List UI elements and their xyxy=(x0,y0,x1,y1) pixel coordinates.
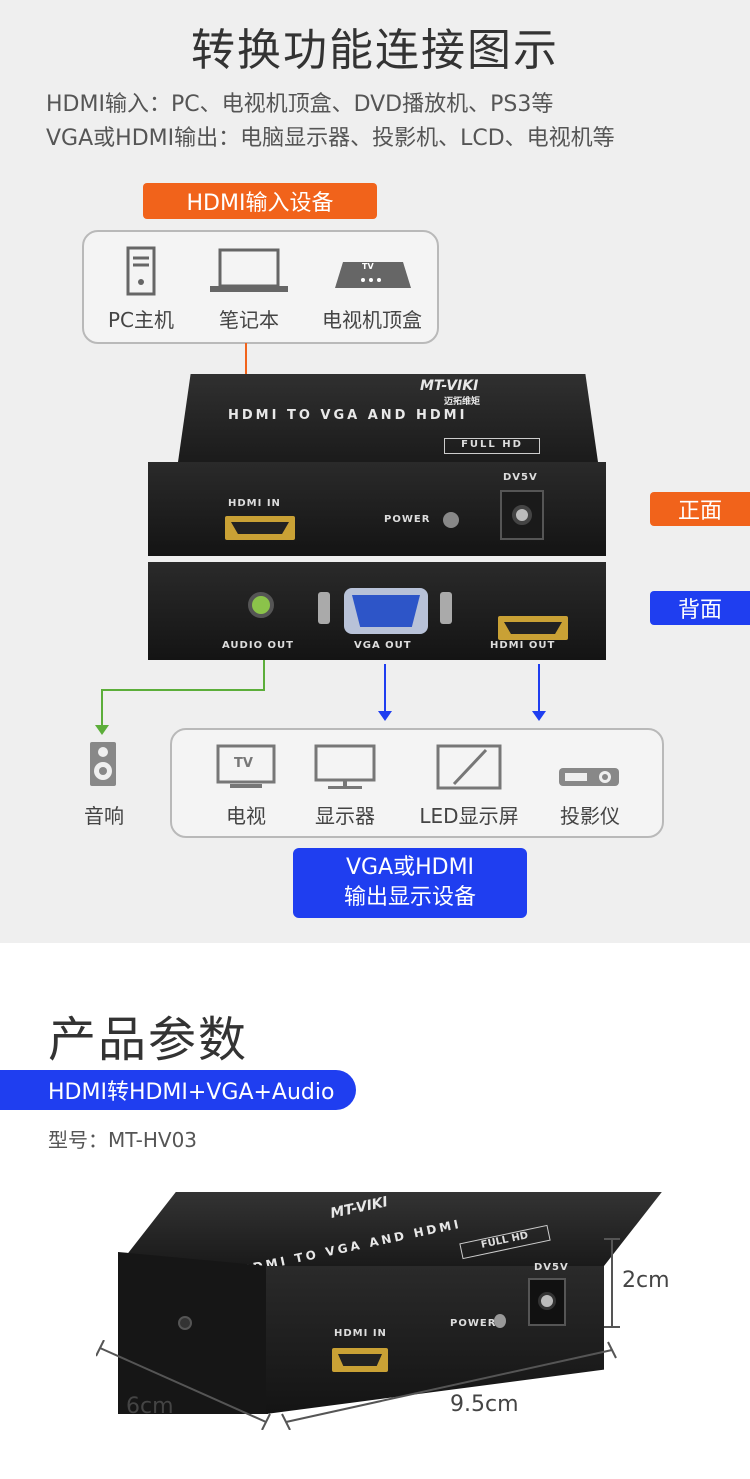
set-top-box-icon xyxy=(335,262,411,288)
speaker-label: 音响 xyxy=(84,804,124,828)
hdmi-out-label: HDMI OUT xyxy=(490,640,556,651)
monitor-icon xyxy=(314,744,376,789)
back-tag: 背面 xyxy=(650,591,750,625)
product-dc-jack xyxy=(538,1292,556,1310)
tv-icon-text: TV xyxy=(234,756,253,771)
product-top-face xyxy=(118,1192,662,1266)
depth-dim-label: 6cm xyxy=(126,1394,174,1419)
section-title: 转换功能连接图示 xyxy=(191,25,559,76)
output-label-led: LED显示屏 xyxy=(419,804,519,828)
width-dim-line xyxy=(281,1341,617,1430)
power-label: POWER xyxy=(384,514,431,525)
model-number: 型号：MT-HV03 xyxy=(48,1128,198,1152)
hdmi-output-line xyxy=(538,664,540,714)
params-title: 产品参数 xyxy=(48,1012,249,1068)
stb-tv-text: TV xyxy=(362,262,374,271)
audio-arrow xyxy=(95,725,109,735)
hdmi-out-port xyxy=(498,616,568,640)
input-label-pc: PC主机 xyxy=(107,308,175,332)
speaker-icon xyxy=(90,742,116,786)
product-hdmi-in-port xyxy=(332,1348,388,1372)
output-tag-line2: 输出显示设备 xyxy=(343,885,476,910)
input-label-stb: 电视机顶盒 xyxy=(322,308,422,332)
hdmi-in-port xyxy=(225,516,295,540)
projector-icon xyxy=(559,768,619,786)
product-power-led xyxy=(494,1314,506,1328)
output-label-projector: 投影仪 xyxy=(560,804,620,828)
connection-diagram-section: 转换功能连接图示 HDMI输入：PC、电视机顶盒、DVD播放机、PS3等 VGA… xyxy=(0,0,750,943)
input-description: HDMI输入：PC、电视机顶盒、DVD播放机、PS3等 xyxy=(46,92,554,117)
output-label-tv: 电视 xyxy=(226,804,266,828)
output-device-tag: VGA或HDMI 输出显示设备 xyxy=(293,848,527,918)
product-banner: HDMI转HDMI+VGA+Audio xyxy=(0,1070,356,1110)
product-side-jack xyxy=(178,1316,192,1330)
output-label-monitor: 显示器 xyxy=(315,804,375,828)
product-side-face xyxy=(118,1252,268,1414)
device-brand: MT-VIKI xyxy=(420,378,479,394)
height-dim-cap-top xyxy=(604,1238,620,1240)
height-dim-line xyxy=(611,1238,613,1328)
input-device-tag: HDMI输入设备 xyxy=(143,183,377,219)
vga-screw-left xyxy=(318,592,330,624)
output-description: VGA或HDMI输出：电脑显示器、投影机、LCD、电视机等 xyxy=(46,126,615,151)
pc-tower-icon xyxy=(126,246,156,296)
front-tag: 正面 xyxy=(650,492,750,526)
hdmi-output-arrow xyxy=(532,711,546,721)
vga-out-label: VGA OUT xyxy=(354,640,412,651)
led-screen-icon xyxy=(436,744,502,790)
device-model-text: HDMI TO VGA AND HDMI xyxy=(228,408,468,423)
input-label-laptop: 笔记本 xyxy=(219,308,279,332)
vga-output-line xyxy=(384,664,386,714)
vga-screw-right xyxy=(440,592,452,624)
device-top-panel xyxy=(178,374,598,462)
laptop-icon xyxy=(210,248,288,292)
dc-label: DV5V xyxy=(503,472,538,483)
width-dim-label: 9.5cm xyxy=(450,1392,519,1417)
device-brand-cn: 迈拓维矩 xyxy=(444,397,481,407)
height-dim-label: 2cm xyxy=(622,1268,670,1293)
output-tag-line1: VGA或HDMI xyxy=(345,855,475,880)
device-fullhd-badge: FULL HD xyxy=(444,438,540,454)
tv-icon xyxy=(216,744,276,788)
height-dim-cap-bottom xyxy=(604,1326,620,1328)
product-dc-port xyxy=(528,1278,566,1326)
audio-line-vertical xyxy=(263,660,265,690)
audio-out-port xyxy=(248,592,274,618)
depth-dim-line xyxy=(96,1340,271,1430)
vga-out-port xyxy=(344,588,428,634)
audio-line-horizontal xyxy=(101,689,265,691)
dc-jack-icon xyxy=(512,505,532,525)
hdmi-in-label: HDMI IN xyxy=(228,498,281,509)
audio-line-down xyxy=(101,689,103,727)
power-led-icon xyxy=(443,512,459,528)
product-power-label: POWER xyxy=(450,1318,497,1329)
product-dc-label: DV5V xyxy=(534,1262,569,1273)
audio-out-label: AUDIO OUT xyxy=(222,640,294,651)
vga-output-arrow xyxy=(378,711,392,721)
product-hdmi-in-label: HDMI IN xyxy=(334,1328,387,1339)
